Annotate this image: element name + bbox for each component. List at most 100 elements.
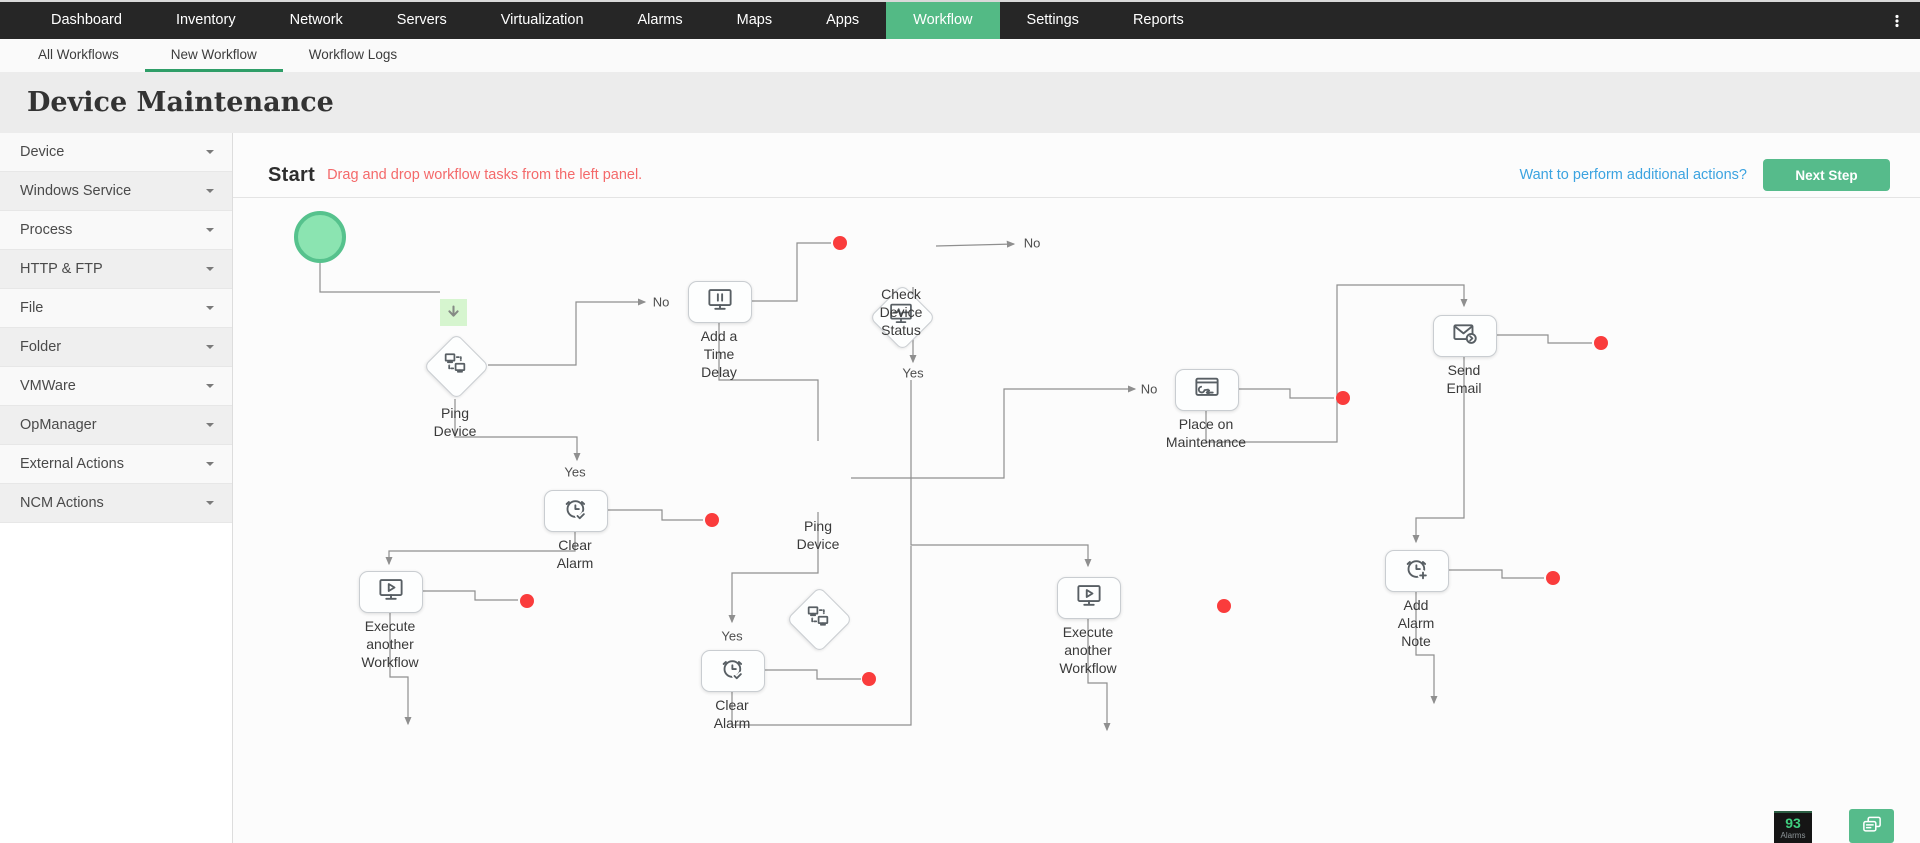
connector-endpoint[interactable] — [862, 672, 876, 686]
chevron-down-icon — [206, 423, 214, 431]
node-add-alarm-note[interactable] — [1385, 550, 1449, 592]
ping-device-icon — [441, 349, 469, 382]
chevron-down-icon — [206, 267, 214, 275]
nav-item-network[interactable]: Network — [289, 12, 343, 28]
page-title-bar: Device Maintenance — [0, 72, 1920, 133]
sidebar-item-label: NCM Actions — [20, 495, 104, 511]
workflow-edge — [1205, 284, 1468, 443]
drop-arrow-down-icon[interactable] — [439, 298, 467, 326]
node-label: Clear Alarm — [556, 537, 594, 571]
connector-endpoint[interactable] — [1217, 599, 1231, 613]
edge-label-no: No — [1023, 235, 1041, 251]
nav-item-workflow[interactable]: Workflow — [886, 2, 1000, 39]
workflow-edge — [1447, 569, 1544, 579]
workflow-edge — [910, 380, 1092, 568]
sidebar-item-label: Folder — [20, 339, 62, 355]
alarm-count-badge[interactable]: 93 Alarms — [1774, 811, 1812, 843]
nav-item-alarms[interactable]: Alarms — [637, 12, 683, 28]
sidebar-item-windows-service[interactable]: Windows Service — [0, 172, 232, 211]
node-clear-alarm[interactable] — [544, 490, 608, 532]
connector-endpoint[interactable] — [1336, 391, 1350, 405]
chevron-down-icon — [206, 501, 214, 509]
top-navigation-bar: Dashboard Inventory Network Servers Virtuali… — [0, 0, 1920, 39]
sidebar-item-ncm-actions[interactable]: NCM Actions — [0, 484, 232, 523]
connector-endpoint[interactable] — [1594, 336, 1608, 350]
workflow-edge — [763, 669, 861, 680]
node-clear-alarm[interactable] — [701, 650, 765, 692]
chevron-down-icon — [206, 345, 214, 353]
workflow-edge — [454, 399, 581, 462]
chat-button[interactable] — [1849, 809, 1894, 843]
sidebar-item-device[interactable]: Device — [0, 133, 232, 172]
node-label: Execute another Workflow — [361, 618, 419, 670]
node-execute-another-workflow[interactable] — [359, 571, 423, 613]
node-label: Ping Device — [433, 405, 477, 439]
connector-endpoint[interactable] — [1546, 571, 1560, 585]
sidebar-item-file[interactable]: File — [0, 289, 232, 328]
execute-workflow-icon — [1074, 581, 1104, 616]
connector-endpoint[interactable] — [520, 594, 534, 608]
start-heading: Start — [268, 163, 316, 186]
workflow-tab-bar: All Workflows New Workflow Workflow Logs — [0, 39, 1920, 72]
node-execute-another-workflow[interactable] — [1057, 577, 1121, 619]
sidebar-item-label: External Actions — [20, 456, 124, 472]
maintenance-icon — [1192, 373, 1222, 408]
node-ping-device[interactable] — [420, 330, 490, 400]
sidebar-item-opmanager[interactable]: OpManager — [0, 406, 232, 445]
canvas-header: Start Drag and drop workflow tasks from … — [268, 155, 1890, 195]
workflow-edge — [389, 612, 412, 726]
sidebar-item-label: Process — [20, 222, 73, 238]
tab-all-workflows[interactable]: All Workflows — [38, 46, 119, 62]
sidebar-item-process[interactable]: Process — [0, 211, 232, 250]
tab-new-workflow[interactable]: New Workflow — [144, 39, 283, 72]
node-label: Execute another Workflow — [1059, 624, 1117, 676]
nav-item-servers[interactable]: Servers — [396, 12, 447, 28]
node-check-device-status[interactable] — [866, 281, 936, 351]
nav-item-settings[interactable]: Settings — [1026, 12, 1079, 28]
nav-item-inventory[interactable]: Inventory — [175, 12, 236, 28]
connector-endpoint[interactable] — [705, 513, 719, 527]
sidebar-item-vmware[interactable]: VMWare — [0, 367, 232, 406]
edge-label-yes: Yes — [902, 365, 924, 381]
chevron-down-icon — [206, 189, 214, 197]
workflow-edge — [935, 240, 1016, 248]
edge-label-yes: Yes — [564, 464, 586, 480]
nav-item-apps[interactable]: Apps — [826, 12, 860, 28]
send-email-icon — [1450, 319, 1480, 354]
node-place-on-maintenance[interactable] — [1175, 369, 1239, 411]
workflow-edge — [607, 509, 703, 521]
additional-actions-link[interactable]: Want to perform additional actions? — [1519, 167, 1747, 183]
node-add-a-time-delay[interactable] — [688, 281, 752, 323]
start-node[interactable] — [294, 211, 346, 263]
kebab-menu-icon[interactable] — [1874, 2, 1920, 39]
tab-workflow-logs[interactable]: Workflow Logs — [308, 46, 398, 62]
next-step-button[interactable]: Next Step — [1763, 159, 1890, 191]
node-label: Add a Time Delay — [700, 328, 738, 380]
alarm-count-label: Alarms — [1780, 831, 1806, 840]
nav-item-virtualization[interactable]: Virtualization — [500, 12, 584, 28]
sidebar-item-external-actions[interactable]: External Actions — [0, 445, 232, 484]
drag-drop-hint: Drag and drop workflow tasks from the le… — [327, 167, 643, 183]
connector-endpoint[interactable] — [833, 236, 847, 250]
clear-alarm-icon — [718, 654, 748, 689]
nav-item-dashboard[interactable]: Dashboard — [51, 12, 122, 28]
edge-label-no: No — [1140, 381, 1158, 397]
nav-item-maps[interactable]: Maps — [736, 12, 773, 28]
sidebar-item-http-ftp[interactable]: HTTP & FTP — [0, 250, 232, 289]
alarm-note-icon — [1402, 554, 1432, 589]
workflow-edge — [1238, 388, 1334, 399]
workflow-edge — [1412, 356, 1465, 544]
node-ping-device[interactable] — [783, 583, 853, 653]
node-send-email[interactable] — [1433, 315, 1497, 357]
sidebar-item-folder[interactable]: Folder — [0, 328, 232, 367]
node-label: Add Alarm Note — [1397, 597, 1435, 649]
chevron-down-icon — [206, 462, 214, 470]
workflow-edge — [1415, 591, 1438, 705]
sidebar-item-label: Device — [20, 144, 65, 160]
header-separator — [233, 197, 1920, 198]
chevron-down-icon — [206, 306, 214, 314]
nav-item-reports[interactable]: Reports — [1132, 12, 1184, 28]
alarm-count: 93 — [1785, 815, 1801, 831]
chevron-down-icon — [206, 150, 214, 158]
